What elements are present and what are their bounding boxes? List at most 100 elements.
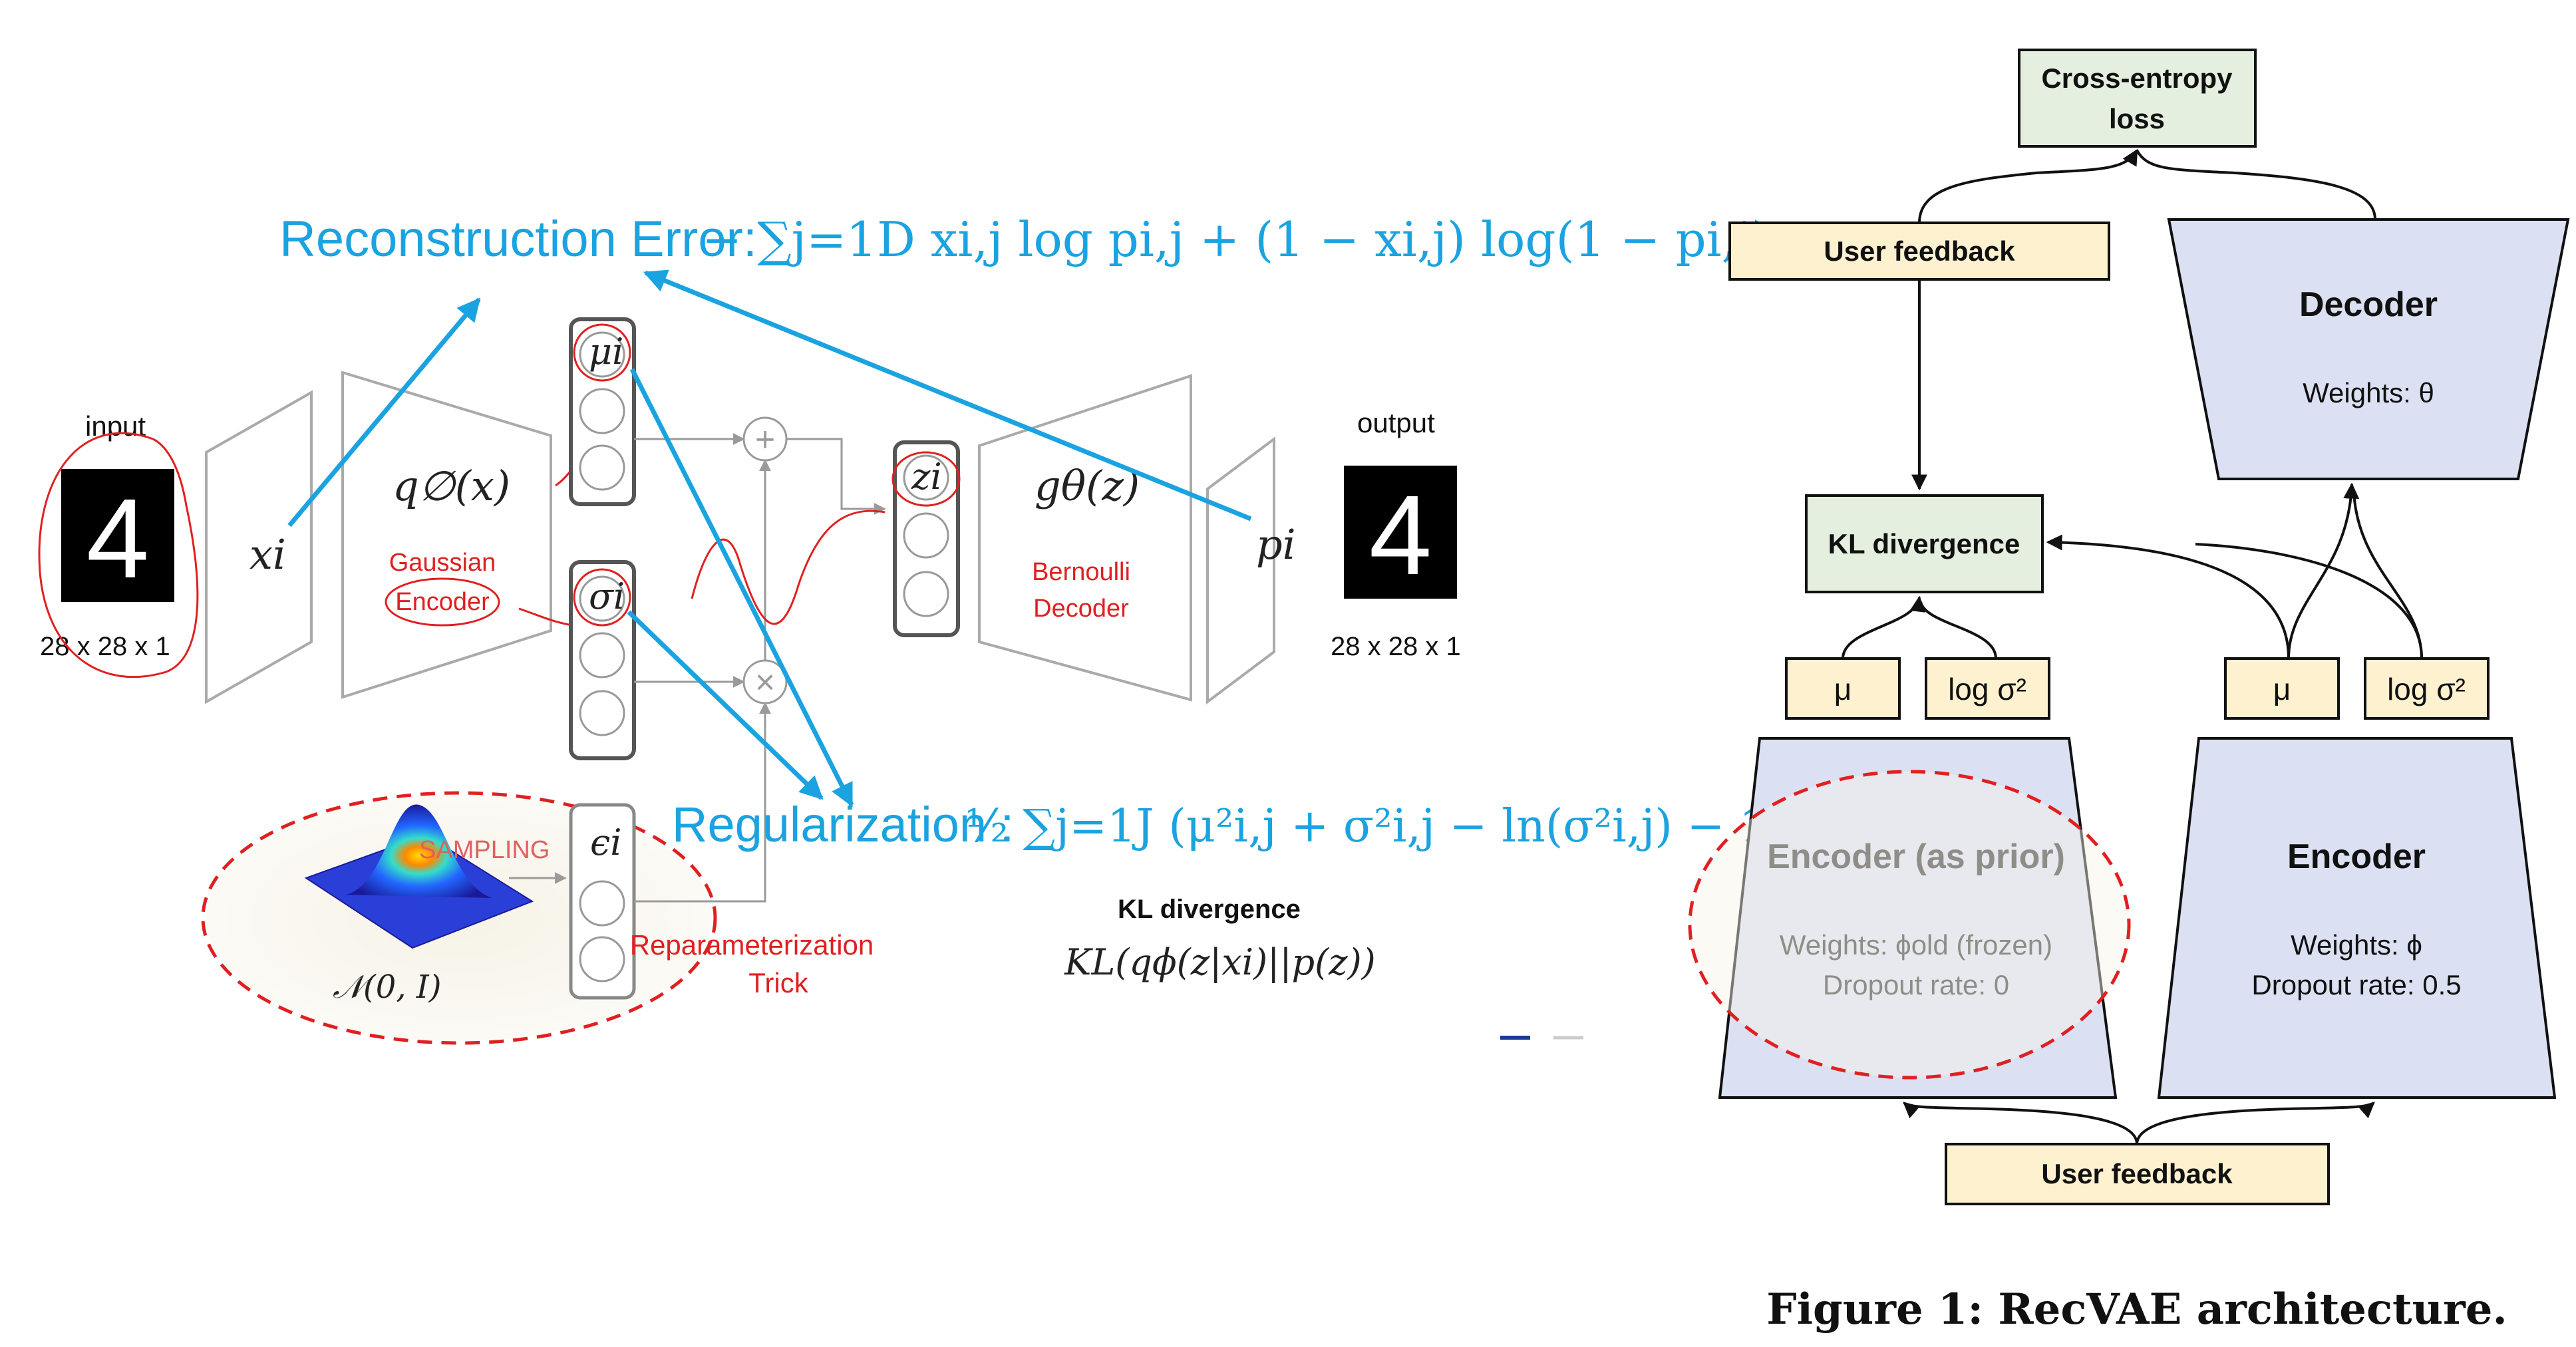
output-size-label: 28 x 28 x 1	[1331, 632, 1461, 661]
z-node-2	[903, 512, 949, 559]
mu-right: μ	[2273, 672, 2291, 706]
user-feedback-bottom: User feedback	[2041, 1158, 2233, 1189]
encoder-prior-highlight	[1688, 770, 2131, 1080]
encoder-function: q∅(x)	[393, 462, 510, 510]
kl-divergence-box	[1805, 494, 2044, 593]
decoder-weights: Weights: θ	[2303, 377, 2434, 408]
mu-node-3	[579, 444, 625, 491]
encoder-label: Encoder	[395, 588, 490, 616]
output-label: output	[1357, 407, 1435, 438]
encoder-prior-weights: Weights: ϕold (frozen)	[1780, 929, 2052, 961]
epsilon-label: ϵi	[590, 822, 622, 863]
sampling-dashed-ellipse	[201, 791, 717, 1045]
times-symbol: ×	[755, 663, 775, 702]
output-layer	[1206, 436, 1275, 704]
input-label: input	[85, 410, 146, 442]
input-scribble	[38, 432, 199, 678]
reconstruction-label: Reconstruction Error:	[279, 211, 757, 267]
cross-entropy-box	[2018, 49, 2257, 148]
regularization-formula: ½ ∑j=1J (μ²i,j + σ²i,j − ln(σ²i,j) − 1)	[965, 800, 1786, 853]
cross-entropy-line2: loss	[2109, 103, 2165, 134]
red-wavy-scribble	[691, 510, 886, 625]
encoder-prior-title: Encoder (as prior)	[1767, 837, 2065, 876]
user-feedback-top-box	[1728, 222, 2110, 281]
mu-to-decoder-arrow	[2287, 482, 2360, 659]
mu-left: μ	[1834, 672, 1852, 706]
sigma-to-regularization-arrow	[627, 610, 824, 800]
plus-to-z-line	[786, 438, 886, 515]
sigma-node-2	[579, 632, 625, 678]
mu-node-1	[579, 331, 625, 378]
z-label: zi	[911, 456, 942, 498]
kl-title: KL divergence	[1118, 895, 1301, 924]
feedback-to-encoder-arrow	[2136, 1102, 2375, 1145]
encoder-scribble	[385, 577, 500, 627]
gaussian-label: Gaussian	[389, 549, 496, 577]
epsilon-node-2	[579, 936, 625, 982]
epsilon-to-times-line	[634, 702, 771, 903]
logsigma-right: log σ²	[2387, 672, 2466, 706]
red-arrow-sigma	[518, 607, 573, 627]
encoder-title: Encoder	[2287, 837, 2426, 876]
reparam-label-1: Reparameterization	[630, 929, 874, 961]
feedback-to-loss-arrow	[1918, 148, 2138, 224]
input-digit-image	[61, 469, 174, 602]
p-i-label: pi	[1256, 520, 1296, 569]
x-i-label: xi	[249, 530, 286, 579]
decoder-box	[2167, 218, 2570, 480]
output-digit-image	[1344, 466, 1457, 599]
z-node-3	[903, 571, 949, 617]
encoder-prior-box	[1718, 737, 2118, 1099]
feedback-to-prior-arrow	[1903, 1102, 2138, 1145]
mu-scribble	[573, 323, 631, 382]
left-mu-to-kl-arrow	[1842, 595, 1926, 659]
sigma-scribble	[573, 568, 631, 627]
regularization-label: Regularization :	[672, 797, 1014, 852]
normal-dist-label: 𝒩(0, I)	[333, 969, 441, 1006]
reparam-label-2: Trick	[748, 967, 808, 998]
sigma-label: σi	[589, 575, 625, 617]
xi-to-reconstruction-arrow	[287, 297, 481, 527]
left-logsigma-to-kl-line	[1919, 601, 1997, 659]
sigma-node-3	[579, 690, 625, 736]
encoder-trapezoid	[341, 371, 552, 699]
encoder-weights: Weights: ϕ	[2291, 929, 2422, 961]
encoder-box	[2157, 737, 2557, 1099]
logsigma-to-decoder-line	[2352, 492, 2423, 659]
input-size-label: 28 x 28 x 1	[40, 632, 170, 661]
bernoulli-label: Bernoulli	[1032, 558, 1130, 586]
sampling-label: SAMPLING	[419, 836, 550, 864]
user-feedback-bottom-box	[1945, 1143, 2330, 1205]
decoder-function: gθ(z)	[1035, 462, 1140, 510]
encoder-prior-dropout: Dropout rate: 0	[1823, 969, 2009, 1000]
mu-left-box	[1785, 657, 1901, 720]
decoder-to-loss-arrow	[2136, 150, 2376, 220]
user-feedback-top: User feedback	[1824, 235, 2015, 267]
pi-to-reconstruction-arrow	[643, 269, 1252, 522]
z-scribble	[891, 451, 961, 507]
mu-node-2	[579, 388, 625, 434]
cross-entropy-line1: Cross-entropy	[2041, 63, 2233, 94]
decoder-label: Decoder	[1033, 595, 1129, 623]
output-digit: 4	[1369, 472, 1432, 599]
figure-caption: Figure 1: RecVAE architecture.	[1766, 1284, 2507, 1334]
logsigma-right-box	[2364, 657, 2490, 720]
logsigma-left-box	[1925, 657, 2050, 720]
encoder-dropout: Dropout rate: 0.5	[2251, 969, 2461, 1000]
reconstruction-formula: − ∑j=1D xi,j log pi,j + (1 − xi,j) log(1…	[702, 212, 1770, 267]
mu-label: μi	[589, 331, 623, 373]
epsilon-node-1	[579, 880, 625, 927]
plus-symbol: +	[755, 420, 775, 459]
logsigma-left: log σ²	[1948, 672, 2026, 706]
sigma-node-1	[579, 575, 625, 622]
decoder-title: Decoder	[2299, 285, 2438, 324]
vae-diagram-left: Reconstruction Error: − ∑j=1D xi,j log p…	[38, 211, 1786, 1045]
mu-to-regularization-arrow	[629, 368, 854, 808]
z-node-1	[903, 454, 949, 501]
input-digit: 4	[86, 476, 150, 602]
kl-formula: KL(qϕ(z|xi)||p(z))	[1064, 941, 1376, 983]
recvae-diagram-right: Cross-entropy loss User feedback Decoder…	[1688, 49, 2570, 1334]
right-encoder-to-kl-arrow	[2046, 534, 2290, 659]
input-layer	[205, 390, 313, 704]
